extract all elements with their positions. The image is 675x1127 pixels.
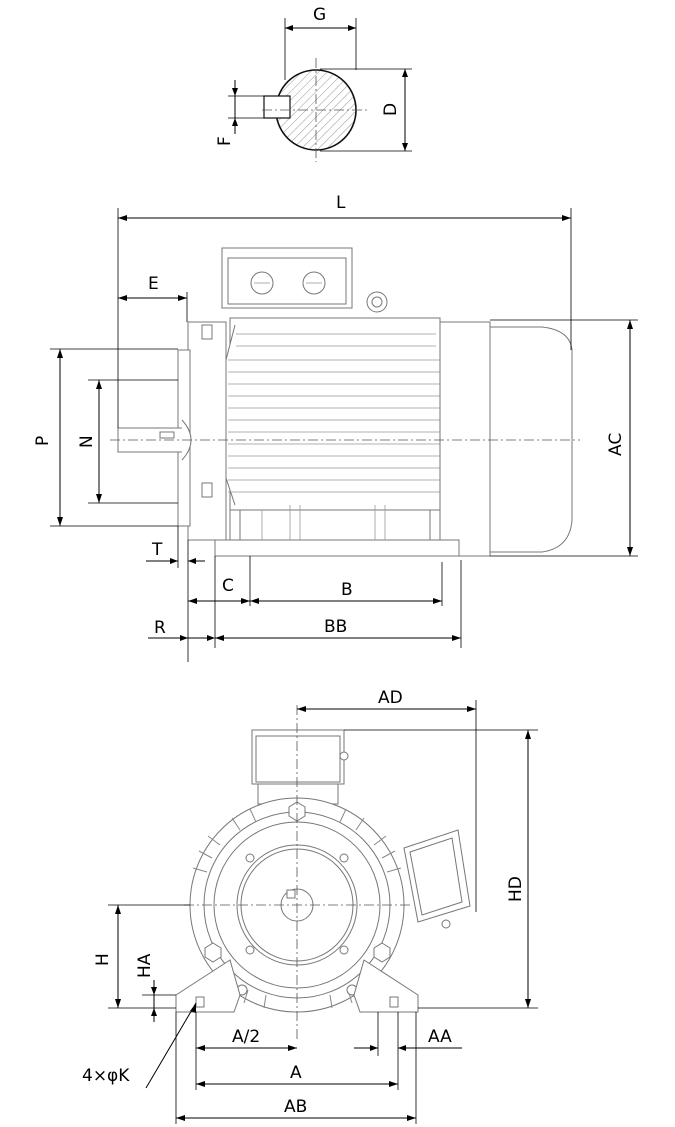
side-view: L E P N AC T <box>33 193 638 662</box>
dim-label-k: 4×φK <box>82 1066 130 1086</box>
key-slot <box>263 95 291 119</box>
dim-label-g: G <box>313 5 326 25</box>
dim-label-t: T <box>151 540 163 560</box>
dim-label-a-half: A/2 <box>232 1027 260 1047</box>
dim-label-h: H <box>93 953 113 966</box>
dim-label-r: R <box>154 618 166 638</box>
dim-label-ad: AD <box>378 688 403 708</box>
front-view: AD HD H HA A/2 AA <box>82 688 538 1124</box>
shaft-section-view: G D F <box>215 5 412 162</box>
dim-label-aa: AA <box>428 1027 452 1047</box>
dim-label-hd: HD <box>506 876 526 902</box>
dim-label-a: A <box>290 1063 302 1083</box>
dim-label-e: E <box>148 274 159 294</box>
dim-label-ab: AB <box>284 1097 307 1117</box>
dim-label-ha: HA <box>135 953 155 978</box>
dim-label-n: N <box>77 435 97 448</box>
dim-label-bb: BB <box>324 617 347 637</box>
dim-label-p: P <box>33 436 53 446</box>
dim-label-d: D <box>381 103 401 116</box>
dim-label-ac: AC <box>606 433 626 456</box>
dim-label-c: C <box>222 576 234 596</box>
dim-label-b: B <box>341 580 353 600</box>
dim-label-f: F <box>215 136 235 146</box>
dim-label-l: L <box>336 193 346 213</box>
